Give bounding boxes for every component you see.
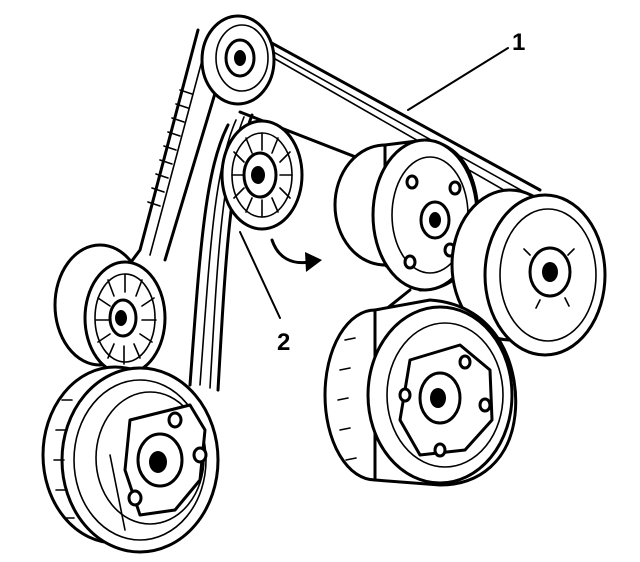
power-steering-pulley <box>450 188 607 357</box>
crankshaft-pulley <box>41 365 220 554</box>
belt-tensioner-pulley <box>220 119 304 231</box>
water-pump-pulley <box>323 298 518 487</box>
ac-compressor-pulley <box>333 138 480 292</box>
callout-1: 1 <box>407 29 525 111</box>
rotation-arrow-icon <box>270 238 322 272</box>
top-idler-pulley <box>200 14 276 106</box>
callout-2: 2 <box>239 231 290 356</box>
callout-1-label: 1 <box>512 29 525 56</box>
callout-2-label: 2 <box>277 329 290 356</box>
left-idler-pulley <box>53 243 167 376</box>
